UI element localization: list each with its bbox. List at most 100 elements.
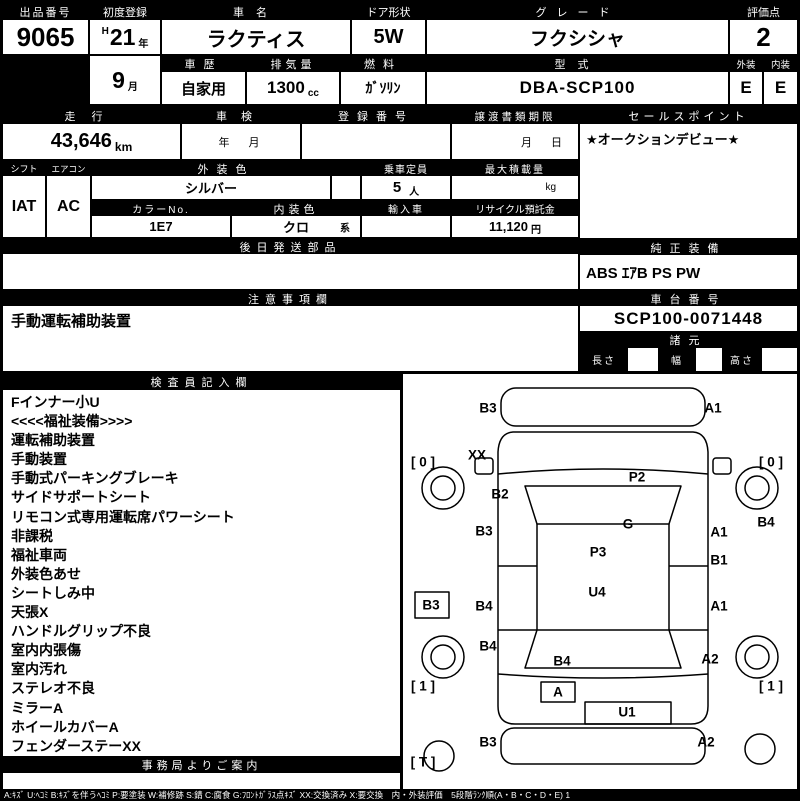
door-shape-value: 5W bbox=[352, 20, 425, 54]
later-parts-blank bbox=[3, 254, 578, 289]
damage-code-label: XX bbox=[467, 447, 487, 463]
max-load-value: kg bbox=[452, 176, 578, 199]
fuel-header: 燃料 bbox=[341, 56, 425, 72]
grade-header: グレード bbox=[427, 3, 728, 20]
damage-code-label: U1 bbox=[618, 704, 636, 720]
width-header: 幅 bbox=[658, 348, 696, 371]
inspector-note: 室内内張傷 bbox=[11, 642, 81, 659]
car-name-header: 車名 bbox=[162, 3, 350, 20]
damage-code-label: A2 bbox=[697, 734, 715, 750]
model-code-header: 型式 bbox=[427, 56, 728, 72]
inspector-note: ホイールカバーA bbox=[11, 718, 119, 735]
damage-code-label: [ 1 ] bbox=[758, 678, 784, 694]
inspection-header: 車検 bbox=[182, 108, 300, 124]
exterior-color-header: 外装色 bbox=[92, 161, 360, 176]
damage-code-label: A1 bbox=[704, 400, 722, 416]
sales-point-header: セールスポイント bbox=[580, 108, 797, 124]
exterior-grade-header: 外装 bbox=[730, 56, 762, 72]
mileage-number: 43,646 bbox=[50, 130, 112, 152]
interior-color-value: クロ 系 bbox=[232, 216, 360, 237]
inspector-note: リモコン式専用運転席パワーシート bbox=[11, 508, 235, 525]
grade-value: フクシシャ bbox=[427, 20, 728, 54]
displacement-unit: cc bbox=[307, 87, 319, 99]
mileage-header: 走行 bbox=[3, 108, 180, 124]
interior-grade-header: 内装 bbox=[764, 56, 797, 72]
legend-text: A:ｷｽﾞ U:ﾍｺﾐ B:ｷｽﾞを伴うﾍｺﾐ P:要塗装 W:補修跡 S:錆 … bbox=[0, 789, 800, 800]
reg-no-value-blank bbox=[302, 124, 450, 159]
inspector-note: 手動式パーキングブレーキ bbox=[11, 470, 179, 487]
damage-code-label: B3 bbox=[479, 734, 497, 750]
inspector-note: 室内汚れ bbox=[11, 661, 67, 678]
recycle-header: リサイクル預託金 bbox=[452, 201, 578, 216]
car-name-value: ラクティス bbox=[162, 20, 350, 54]
max-load-header: 最大積載量 bbox=[452, 161, 578, 176]
inspector-note: ミラーA bbox=[11, 699, 64, 716]
auction-no-header: 出品番号 bbox=[3, 3, 88, 20]
aircon-value: AC bbox=[47, 176, 90, 237]
capacity-header: 乗車定員 bbox=[362, 161, 450, 176]
damage-code-label: [ 0 ] bbox=[410, 454, 436, 470]
aircon-header: エアコン bbox=[47, 161, 90, 176]
color-no-header: カラーNo. bbox=[92, 201, 230, 216]
genuine-equip-header: 純正装備 bbox=[580, 240, 797, 255]
displacement-number: 1300 bbox=[267, 78, 305, 97]
import-header: 輸入車 bbox=[362, 201, 450, 216]
damage-code-label: A bbox=[553, 684, 563, 700]
inspector-note: ハンドルグリップ不良 bbox=[11, 623, 151, 640]
transfer-deadline-header: 譲渡書類期限 bbox=[452, 108, 578, 124]
inspector-note: フェンダーステーXX bbox=[11, 737, 141, 754]
damage-code-label: G bbox=[622, 516, 634, 532]
damage-code-label: B3 bbox=[479, 400, 497, 416]
exterior-color-value: シルバー bbox=[92, 176, 330, 199]
reg-no-header: 登録番号 bbox=[302, 108, 450, 124]
notes-value: 手動運転補助装置 bbox=[3, 306, 578, 371]
damage-code-label: A1 bbox=[710, 598, 728, 614]
office-header: 事務局よりご案内 bbox=[3, 757, 400, 773]
inspector-note: サイドサポートシート bbox=[11, 489, 151, 506]
first-reg-header: 初度登録 bbox=[90, 3, 160, 20]
specs-header: 諸元 bbox=[580, 332, 797, 347]
damage-code-label: [ 1 ] bbox=[410, 678, 436, 694]
height-value-blank bbox=[762, 348, 797, 371]
office-blank bbox=[3, 773, 400, 789]
reg-month: 9 bbox=[112, 66, 125, 93]
damage-code-label: B1 bbox=[710, 552, 728, 568]
damage-code-label: U4 bbox=[588, 584, 606, 600]
inspector-note: シートしみ中 bbox=[11, 584, 95, 601]
fuel-value: ｶﾞｿﾘﾝ bbox=[341, 72, 425, 104]
interior-grade-value: E bbox=[764, 72, 797, 104]
dimensions-row: 長さ 幅 高さ bbox=[580, 348, 797, 371]
damage-code-label: [ T ] bbox=[410, 754, 436, 770]
era-prefix: H bbox=[101, 25, 109, 37]
damage-code-label: P2 bbox=[628, 469, 646, 485]
recycle-unit: 円 bbox=[531, 225, 542, 236]
recycle-amount: 11,120 bbox=[488, 219, 529, 234]
damage-code-label: B4 bbox=[475, 598, 493, 614]
height-header: 高さ bbox=[722, 348, 762, 371]
capacity-unit: 人 bbox=[409, 187, 420, 198]
inspector-note: ステレオ不良 bbox=[11, 680, 95, 697]
damage-code-label: [ 0 ] bbox=[758, 454, 784, 470]
damage-code-label: B4 bbox=[479, 638, 497, 654]
damage-code-label: B2 bbox=[491, 486, 509, 502]
damage-code-label: B4 bbox=[553, 653, 571, 669]
inspector-note: <<<<福祉装備>>>> bbox=[11, 413, 133, 430]
car-diagram-svg bbox=[414, 387, 779, 772]
notes-header: 注意事項欄 bbox=[3, 291, 578, 306]
damage-code-label: B4 bbox=[757, 514, 775, 530]
chassis-no-value: SCP100-0071448 bbox=[580, 306, 797, 331]
width-value-blank bbox=[696, 348, 722, 371]
inspector-note: 福祉車両 bbox=[11, 546, 67, 563]
history-value: 自家用 bbox=[162, 72, 245, 104]
inspector-note: 手動装置 bbox=[11, 451, 67, 468]
door-shape-header: ドア形状 bbox=[352, 3, 425, 20]
import-value-blank bbox=[362, 216, 450, 237]
score-header: 評価点 bbox=[730, 3, 797, 20]
